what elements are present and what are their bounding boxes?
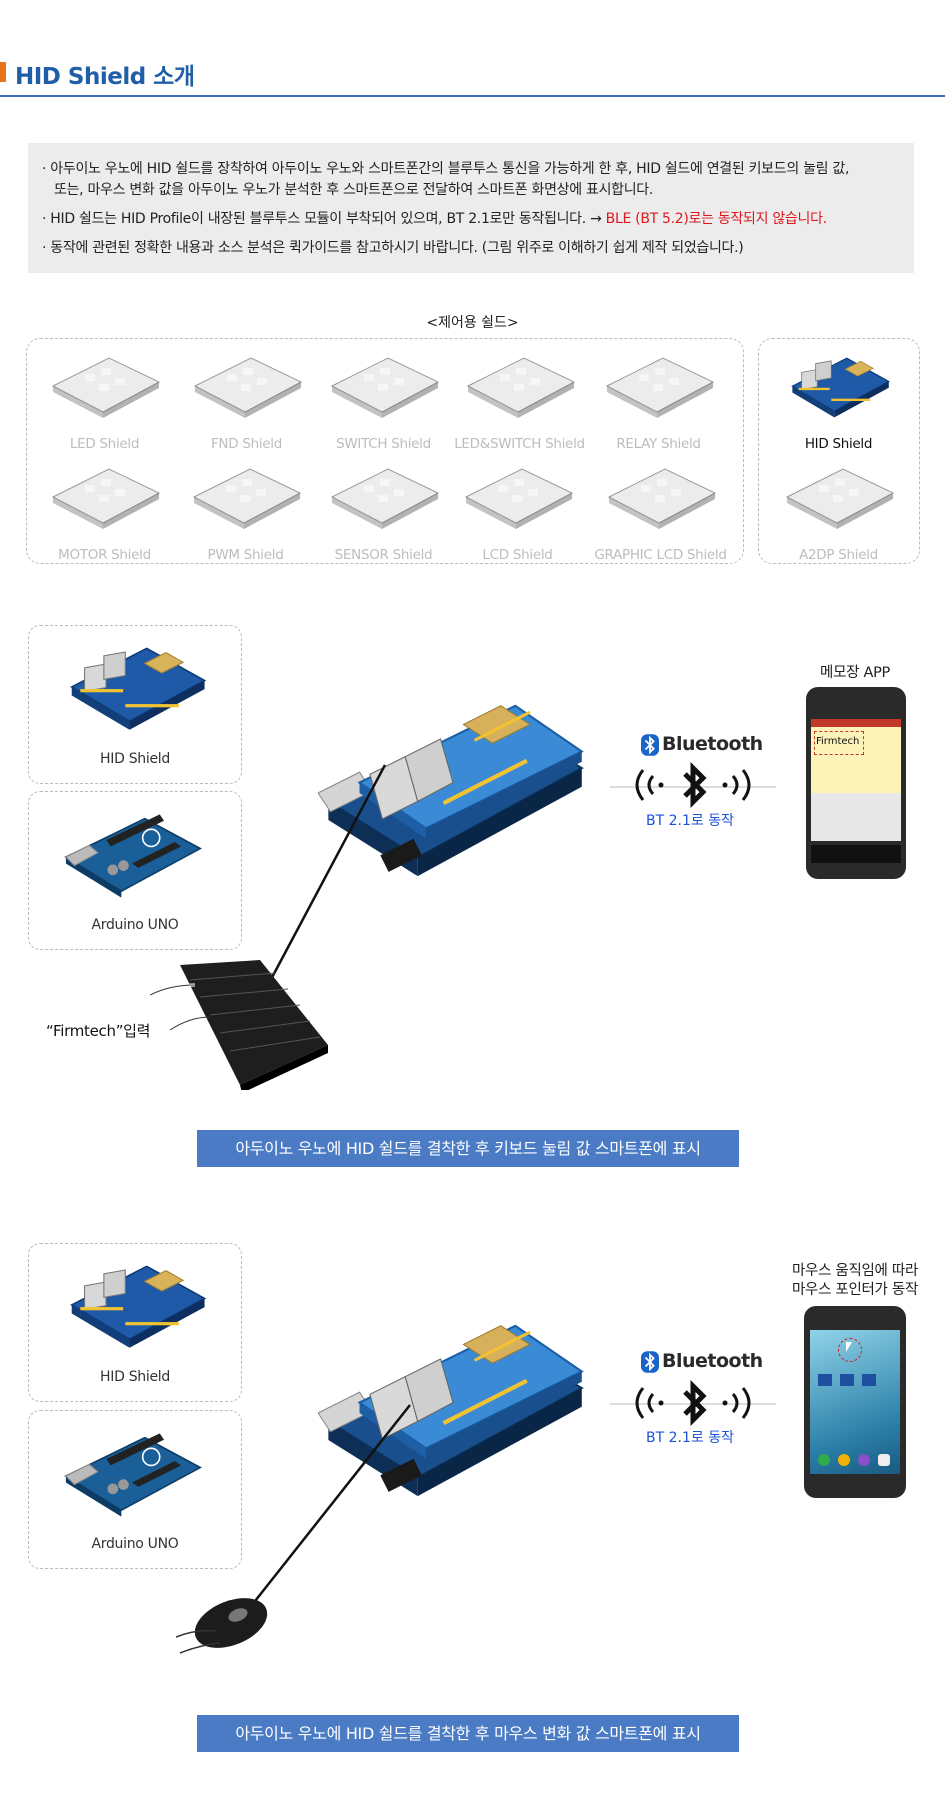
graphic-lcd-shield-image — [601, 463, 721, 533]
bluetooth-logo-icon — [641, 734, 659, 756]
shield-label: PWM Shield — [207, 547, 284, 563]
shield-label: HID Shield — [804, 436, 873, 452]
hid-shield-image — [779, 352, 899, 422]
phone-title: 메모장 APP — [820, 665, 890, 681]
switch-shield-image — [324, 352, 444, 422]
shield-label: FND Shield — [210, 436, 283, 452]
bluetooth-waves-icon — [623, 1378, 763, 1428]
caption-mouse: 아두이노 우노에 HID 쉴드를 결착한 후 마우스 변화 값 스마트폰에 표시 — [197, 1715, 739, 1752]
led-shield-image — [45, 352, 165, 422]
shield-graphic-lcd: GRAPHIC LCD Shield — [593, 463, 728, 563]
control-shields-box — [26, 338, 744, 564]
shield-motor: MOTOR Shield — [37, 463, 172, 563]
intro-bullet-2-text: · HID 쉴드는 HID Profile이 내장된 블루투스 모듈이 부착되어… — [42, 211, 606, 227]
relay-shield-image — [599, 352, 719, 422]
bluetooth-waves-icon — [623, 760, 763, 810]
shield-label: GRAPHIC LCD Shield — [594, 547, 727, 563]
phone-app-icon — [818, 1454, 830, 1466]
mouse-pointer-icon — [846, 1342, 852, 1352]
fnd-shield-image — [187, 352, 307, 422]
card-label: HID Shield — [100, 751, 170, 767]
internet-app-icon — [858, 1454, 870, 1466]
shield-label: LCD Shield — [482, 547, 553, 563]
shield-label: A2DP Shield — [799, 547, 878, 563]
app-icon — [840, 1374, 854, 1386]
header-divider — [0, 95, 945, 97]
apps-grid-icon — [878, 1454, 890, 1466]
messages-app-icon — [838, 1454, 850, 1466]
keyboard-cable — [258, 764, 387, 1001]
shield-lcd: LCD Shield — [450, 463, 585, 563]
caption-keyboard: 아두이노 우노에 HID 쉴드를 결착한 후 키보드 눌림 값 스마트폰에 표시 — [197, 1130, 739, 1167]
featured-shields-box — [758, 338, 920, 564]
bt-version-label: BT 2.1로 동작 — [646, 813, 734, 829]
smartphone-memo: Firmtech — [806, 687, 906, 879]
intro-bullet-1-line-1: · 아두이노 우노에 HID 쉴드를 장착하여 아두이노 우노와 스마트폰간의 … — [42, 161, 850, 177]
card-label: Arduino UNO — [91, 1536, 179, 1552]
memo-highlight — [814, 731, 864, 755]
app-icon — [862, 1374, 876, 1386]
hid-shield-image — [61, 1256, 211, 1356]
motor-shield-image — [45, 463, 165, 533]
mouse-pointer-highlight — [838, 1338, 862, 1362]
sensor-shield-image — [324, 463, 444, 533]
shield-led: LED Shield — [37, 352, 172, 452]
intro-bullet-3: · 동작에 관련된 정확한 내용과 소스 분석은 퀵가이드를 참고하시기 바랍니… — [42, 240, 744, 256]
shield-label: SENSOR Shield — [334, 547, 433, 563]
shield-label: LED Shield — [69, 436, 140, 452]
hid-shield-image — [61, 638, 211, 738]
intro-bullet-2: · HID 쉴드는 HID Profile이 내장된 블루투스 모듈이 부착되어… — [42, 209, 827, 230]
keyboard-input-label: “Firmtech”입력 — [46, 1022, 151, 1040]
catalog-title: <제어용 쉴드> — [426, 315, 519, 331]
intro-ble-warning: BLE (BT 5.2)로는 동작되지 않습니다. — [605, 211, 827, 227]
mouse-cable — [247, 1404, 411, 1611]
shield-label: SWITCH Shield — [336, 436, 431, 452]
shield-fnd: FND Shield — [179, 352, 314, 452]
header-accent-bar — [0, 62, 6, 82]
phone-title: 마우스 움직임에 따라 마우스 포인터가 동작 — [780, 1262, 930, 1300]
shield-sensor: SENSOR Shield — [316, 463, 451, 563]
bluetooth-wordmark: Bluetooth — [662, 733, 763, 755]
shield-label: LED&SWITCH Shield — [454, 436, 585, 452]
shield-relay: RELAY Shield — [591, 352, 726, 452]
intro-bullet-1-line-2: 또는, 마우스 변화 값을 아두이노 우노가 분석한 후 스마트폰으로 전달하여… — [54, 182, 654, 198]
phone-title-line-1: 마우스 움직임에 따라 — [792, 1263, 918, 1279]
shield-pwm: PWM Shield — [178, 463, 313, 563]
memo-app-bar — [811, 719, 901, 727]
card-arduino-uno-2: Arduino UNO — [28, 1410, 242, 1569]
memo-screen: Firmtech — [811, 719, 901, 841]
card-hid-shield-2: HID Shield — [28, 1243, 242, 1402]
page-title: HID Shield 소개 — [15, 64, 195, 90]
keyboard-image — [150, 960, 328, 1090]
card-arduino-uno-1: Arduino UNO — [28, 791, 242, 950]
led-switch-shield-image — [460, 352, 580, 422]
shield-a2dp: A2DP Shield — [771, 463, 906, 563]
bt-version-label: BT 2.1로 동작 — [646, 1430, 734, 1446]
app-icon — [818, 1374, 832, 1386]
shield-switch: SWITCH Shield — [316, 352, 451, 452]
card-label: HID Shield — [100, 1369, 170, 1385]
a2dp-shield-image — [779, 463, 899, 533]
card-hid-shield-1: HID Shield — [28, 625, 242, 784]
card-label: Arduino UNO — [91, 917, 179, 933]
smartphone-home — [804, 1306, 906, 1498]
mouse-image — [176, 1598, 268, 1654]
phone-title-line-2: 마우스 포인터가 동작 — [792, 1282, 918, 1298]
bluetooth-logo-icon — [641, 1351, 659, 1373]
pwm-shield-image — [186, 463, 306, 533]
lcd-shield-image — [458, 463, 578, 533]
intro-bullet-1: · 아두이노 우노에 HID 쉴드를 장착하여 아두이노 우노와 스마트폰간의 … — [42, 159, 849, 201]
bluetooth-wordmark: Bluetooth — [662, 1350, 763, 1372]
shield-label: RELAY Shield — [616, 436, 701, 452]
shield-label: MOTOR Shield — [58, 547, 151, 563]
phone-nav-bar — [811, 845, 901, 863]
memo-text: Firmtech — [816, 736, 860, 747]
shield-led-switch: LED&SWITCH Shield — [452, 352, 587, 452]
shield-hid: HID Shield — [771, 352, 906, 452]
memo-keypad — [811, 793, 901, 841]
home-screen — [810, 1330, 900, 1474]
intro-box: · 아두이노 우노에 HID 쉴드를 장착하여 아두이노 우노와 스마트폰간의 … — [28, 143, 914, 273]
